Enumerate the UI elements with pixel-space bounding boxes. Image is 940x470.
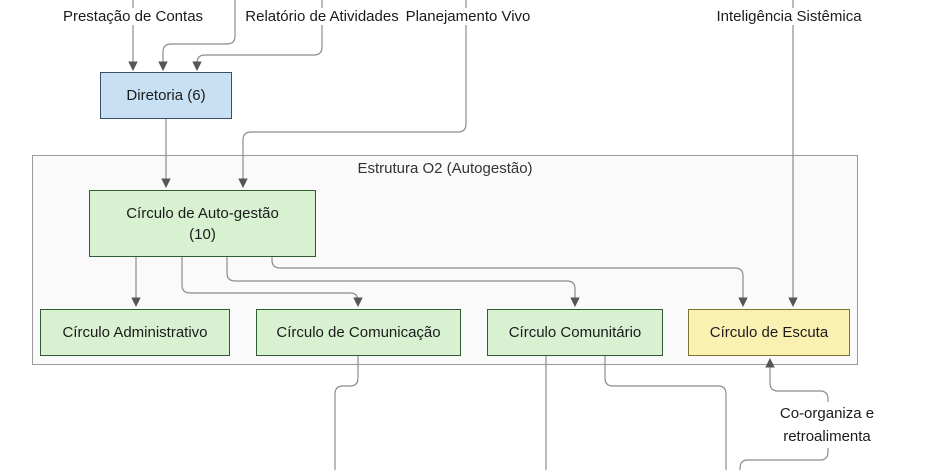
edge-autogestao-to-escuta — [271, 257, 748, 307]
node-circulo-comunitario: Círculo Comunitário — [487, 309, 663, 356]
node-circulo-autogestao-sublabel: (10) — [189, 225, 216, 243]
edge-label-co-organiza-line2: retroalimenta — [783, 428, 871, 445]
node-circulo-autogestao: Círculo de Auto-gestão (10) — [89, 190, 316, 257]
edge-label-co-organiza-retroalimenta: Co-organiza e retroalimenta — [776, 402, 878, 448]
node-circulo-administrativo: Círculo Administrativo — [40, 309, 230, 356]
edge-comunitario-down-right — [604, 356, 727, 470]
node-circulo-escuta-label: Círculo de Escuta — [709, 324, 829, 341]
node-circulo-escuta: Círculo de Escuta — [688, 309, 850, 356]
edge-label-planejamento-vivo: Planejamento Vivo — [402, 8, 534, 25]
edge-label-relatorio-de-atividades: Relatório de Atividades — [242, 8, 402, 25]
node-circulo-comunicacao: Círculo de Comunicação — [256, 309, 461, 356]
edge-relatorio-to-diretoria — [192, 0, 323, 71]
edge-label-prestacao-de-contas: Prestação de Contas — [59, 8, 207, 25]
o2-container-title: Estrutura O2 (Autogestão) — [357, 160, 533, 177]
edge-autogestao-to-comunitario — [226, 257, 580, 307]
node-circulo-comunitario-label: Círculo Comunitário — [508, 324, 642, 341]
edge-planejamento-to-autogestao — [238, 0, 467, 188]
edge-label-inteligencia-sistemica: Inteligência Sistêmica — [713, 8, 865, 25]
edge-autogestao-to-comunicacao — [181, 257, 363, 307]
node-circulo-administrativo-label: Círculo Administrativo — [62, 324, 208, 341]
node-circulo-autogestao-label: Círculo de Auto-gestão — [126, 204, 279, 222]
edge-unlabeled-to-diretoria — [158, 0, 236, 71]
node-diretoria-label: Diretoria (6) — [126, 87, 206, 104]
node-diretoria: Diretoria (6) — [100, 72, 232, 119]
node-circulo-comunicacao-label: Círculo de Comunicação — [276, 324, 441, 341]
edge-label-co-organiza-line1: Co-organiza e — [779, 405, 875, 422]
edge-comunicacao-down — [334, 356, 359, 470]
